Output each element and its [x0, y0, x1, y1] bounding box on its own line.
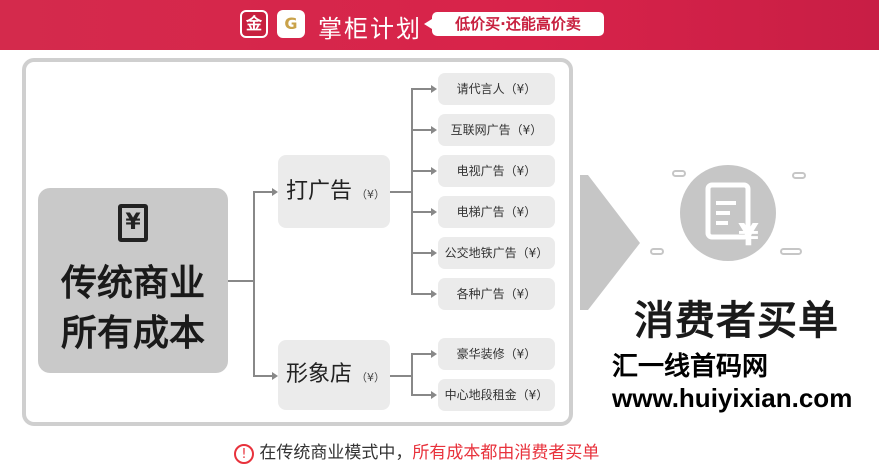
connector: [411, 129, 432, 131]
branch-advertising: 打广告（¥）: [278, 155, 390, 228]
connector: [390, 375, 412, 377]
connector: [390, 191, 412, 193]
connector: [253, 191, 255, 376]
arrow-head-icon: [431, 208, 437, 216]
receipt-yuan-icon: ¥: [118, 204, 148, 242]
arrow-head-icon: [431, 85, 437, 93]
cost-item: 各种广告（¥）: [438, 278, 555, 310]
slogan-badge: 低价买·还能高价卖: [424, 12, 604, 36]
connector: [253, 375, 273, 377]
connector: [228, 280, 254, 282]
app-logo-icon: G: [277, 10, 305, 38]
branch-unit: （¥）: [356, 371, 386, 384]
arrow-head-icon: [272, 188, 278, 196]
branch-unit: （¥）: [356, 188, 386, 201]
branch-label: 形象店: [286, 362, 353, 387]
connector: [411, 293, 432, 295]
footer-prefix: 在传统商业模式中，: [259, 443, 413, 463]
connector: [411, 211, 432, 213]
cost-item: 电梯广告（¥）: [438, 196, 555, 228]
decor-dash: [650, 248, 664, 255]
brand-logo-icon: 金: [240, 10, 268, 38]
connector: [411, 88, 432, 90]
big-arrow-icon: [580, 175, 640, 310]
connector: [253, 191, 273, 193]
branch-label: 打广告: [286, 179, 353, 204]
branch-store: 形象店（¥）: [278, 340, 390, 410]
footer-highlight: 所有成本都由消费者买单: [412, 443, 600, 463]
cost-item: 公交地铁广告（¥）: [438, 237, 555, 269]
connector: [411, 170, 432, 172]
bill-yuan-icon: ¥: [680, 165, 776, 261]
traditional-cost-box: ¥ 传统商业 所有成本: [38, 188, 228, 373]
header-title: 掌柜计划: [318, 15, 422, 43]
arrow-head-icon: [431, 350, 437, 358]
arrow-head-icon: [431, 290, 437, 298]
connector: [411, 394, 432, 396]
arrow-head-icon: [431, 249, 437, 257]
watermark: 汇一线首码网 www.huiyixian.com: [612, 351, 853, 413]
footer-note: ! 在传统商业模式中，所有成本都由消费者买单: [234, 438, 599, 464]
cost-item: 请代言人（¥）: [438, 73, 555, 105]
main-title-line2: 所有成本: [60, 313, 205, 354]
connector: [411, 89, 413, 295]
decor-dash: [672, 170, 686, 177]
arrow-head-icon: [431, 126, 437, 134]
cost-item: 中心地段租金（¥）: [438, 379, 555, 411]
cost-item: 电视广告（¥）: [438, 155, 555, 187]
cost-item: 豪华装修（¥）: [438, 338, 555, 370]
result-label: 消费者买单: [634, 298, 839, 344]
header-banner: 金 G 掌柜计划 低价买·还能高价卖: [0, 0, 879, 50]
arrow-head-icon: [272, 372, 278, 380]
arrow-head-icon: [431, 391, 437, 399]
connector: [411, 354, 413, 396]
decor-dash: [780, 248, 802, 255]
main-title-line1: 传统商业: [60, 263, 205, 304]
connector: [411, 353, 432, 355]
cost-item: 互联网广告（¥）: [438, 114, 555, 146]
decor-dash: [792, 172, 806, 179]
arrow-head-icon: [431, 167, 437, 175]
connector: [411, 252, 432, 254]
alert-icon: !: [234, 444, 254, 464]
svg-text:¥: ¥: [738, 218, 759, 253]
cost-frame: [22, 58, 573, 426]
